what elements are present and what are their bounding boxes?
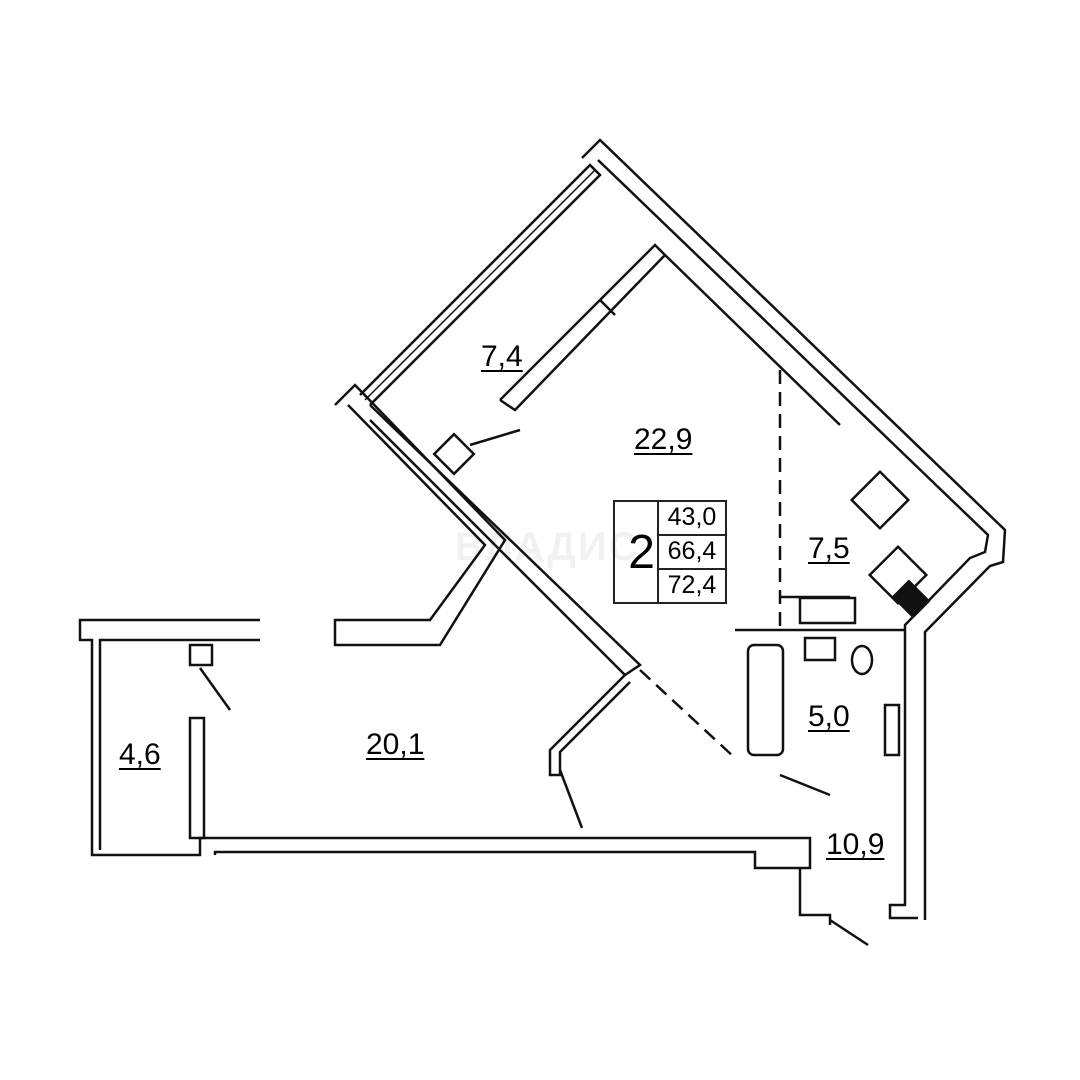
toilet: [850, 644, 874, 676]
left-diagonal-wall-inner: [369, 404, 642, 677]
column-2: [188, 643, 214, 667]
area-label-hallway: 10,9: [826, 828, 885, 861]
area-label-room-large: 22,9: [634, 423, 693, 456]
outer-wall-top-right-inner: [597, 159, 990, 920]
sink: [803, 636, 837, 662]
door-swing: [198, 667, 232, 711]
area-label-kitchen: 7,5: [808, 532, 850, 565]
boiler: [891, 579, 931, 619]
bathtub: [746, 643, 785, 757]
fridge: [849, 469, 911, 531]
area-label-balcony-top: 7,4: [481, 340, 523, 373]
door-swing: [469, 428, 521, 447]
watermark: ВЛАДИС: [455, 525, 640, 569]
total-area-with-balcony: 72,4: [659, 568, 725, 602]
partition: [188, 716, 206, 840]
outer-wall-top-right: [581, 138, 1007, 920]
area-label-bathroom: 5,0: [808, 700, 850, 733]
door-swing: [558, 769, 584, 829]
window-mark: [599, 299, 616, 316]
room-count: 2: [615, 502, 659, 602]
area-label-balcony-left: 4,6: [119, 738, 161, 771]
total-area: 66,4: [659, 534, 725, 568]
hallway-wall: [798, 868, 832, 925]
living-area: 43,0: [667, 503, 717, 531]
kitchen-sink: [798, 596, 857, 625]
balcony-partition: [499, 243, 667, 412]
door-swing: [779, 773, 831, 797]
balcony-top-rail: [364, 169, 596, 401]
radiator: [883, 703, 901, 757]
door-swing: [829, 918, 869, 947]
window-line: [664, 254, 841, 426]
area-label-room-bottom: 20,1: [366, 728, 425, 761]
zone-divider: [639, 669, 736, 759]
left-balcony-inner: [98, 638, 260, 850]
left-diagonal-wall: [333, 383, 507, 647]
column: [432, 432, 476, 476]
apartment-summary: 2 43,0 66,4 72,4: [613, 500, 727, 604]
stub-wall: [548, 674, 631, 777]
